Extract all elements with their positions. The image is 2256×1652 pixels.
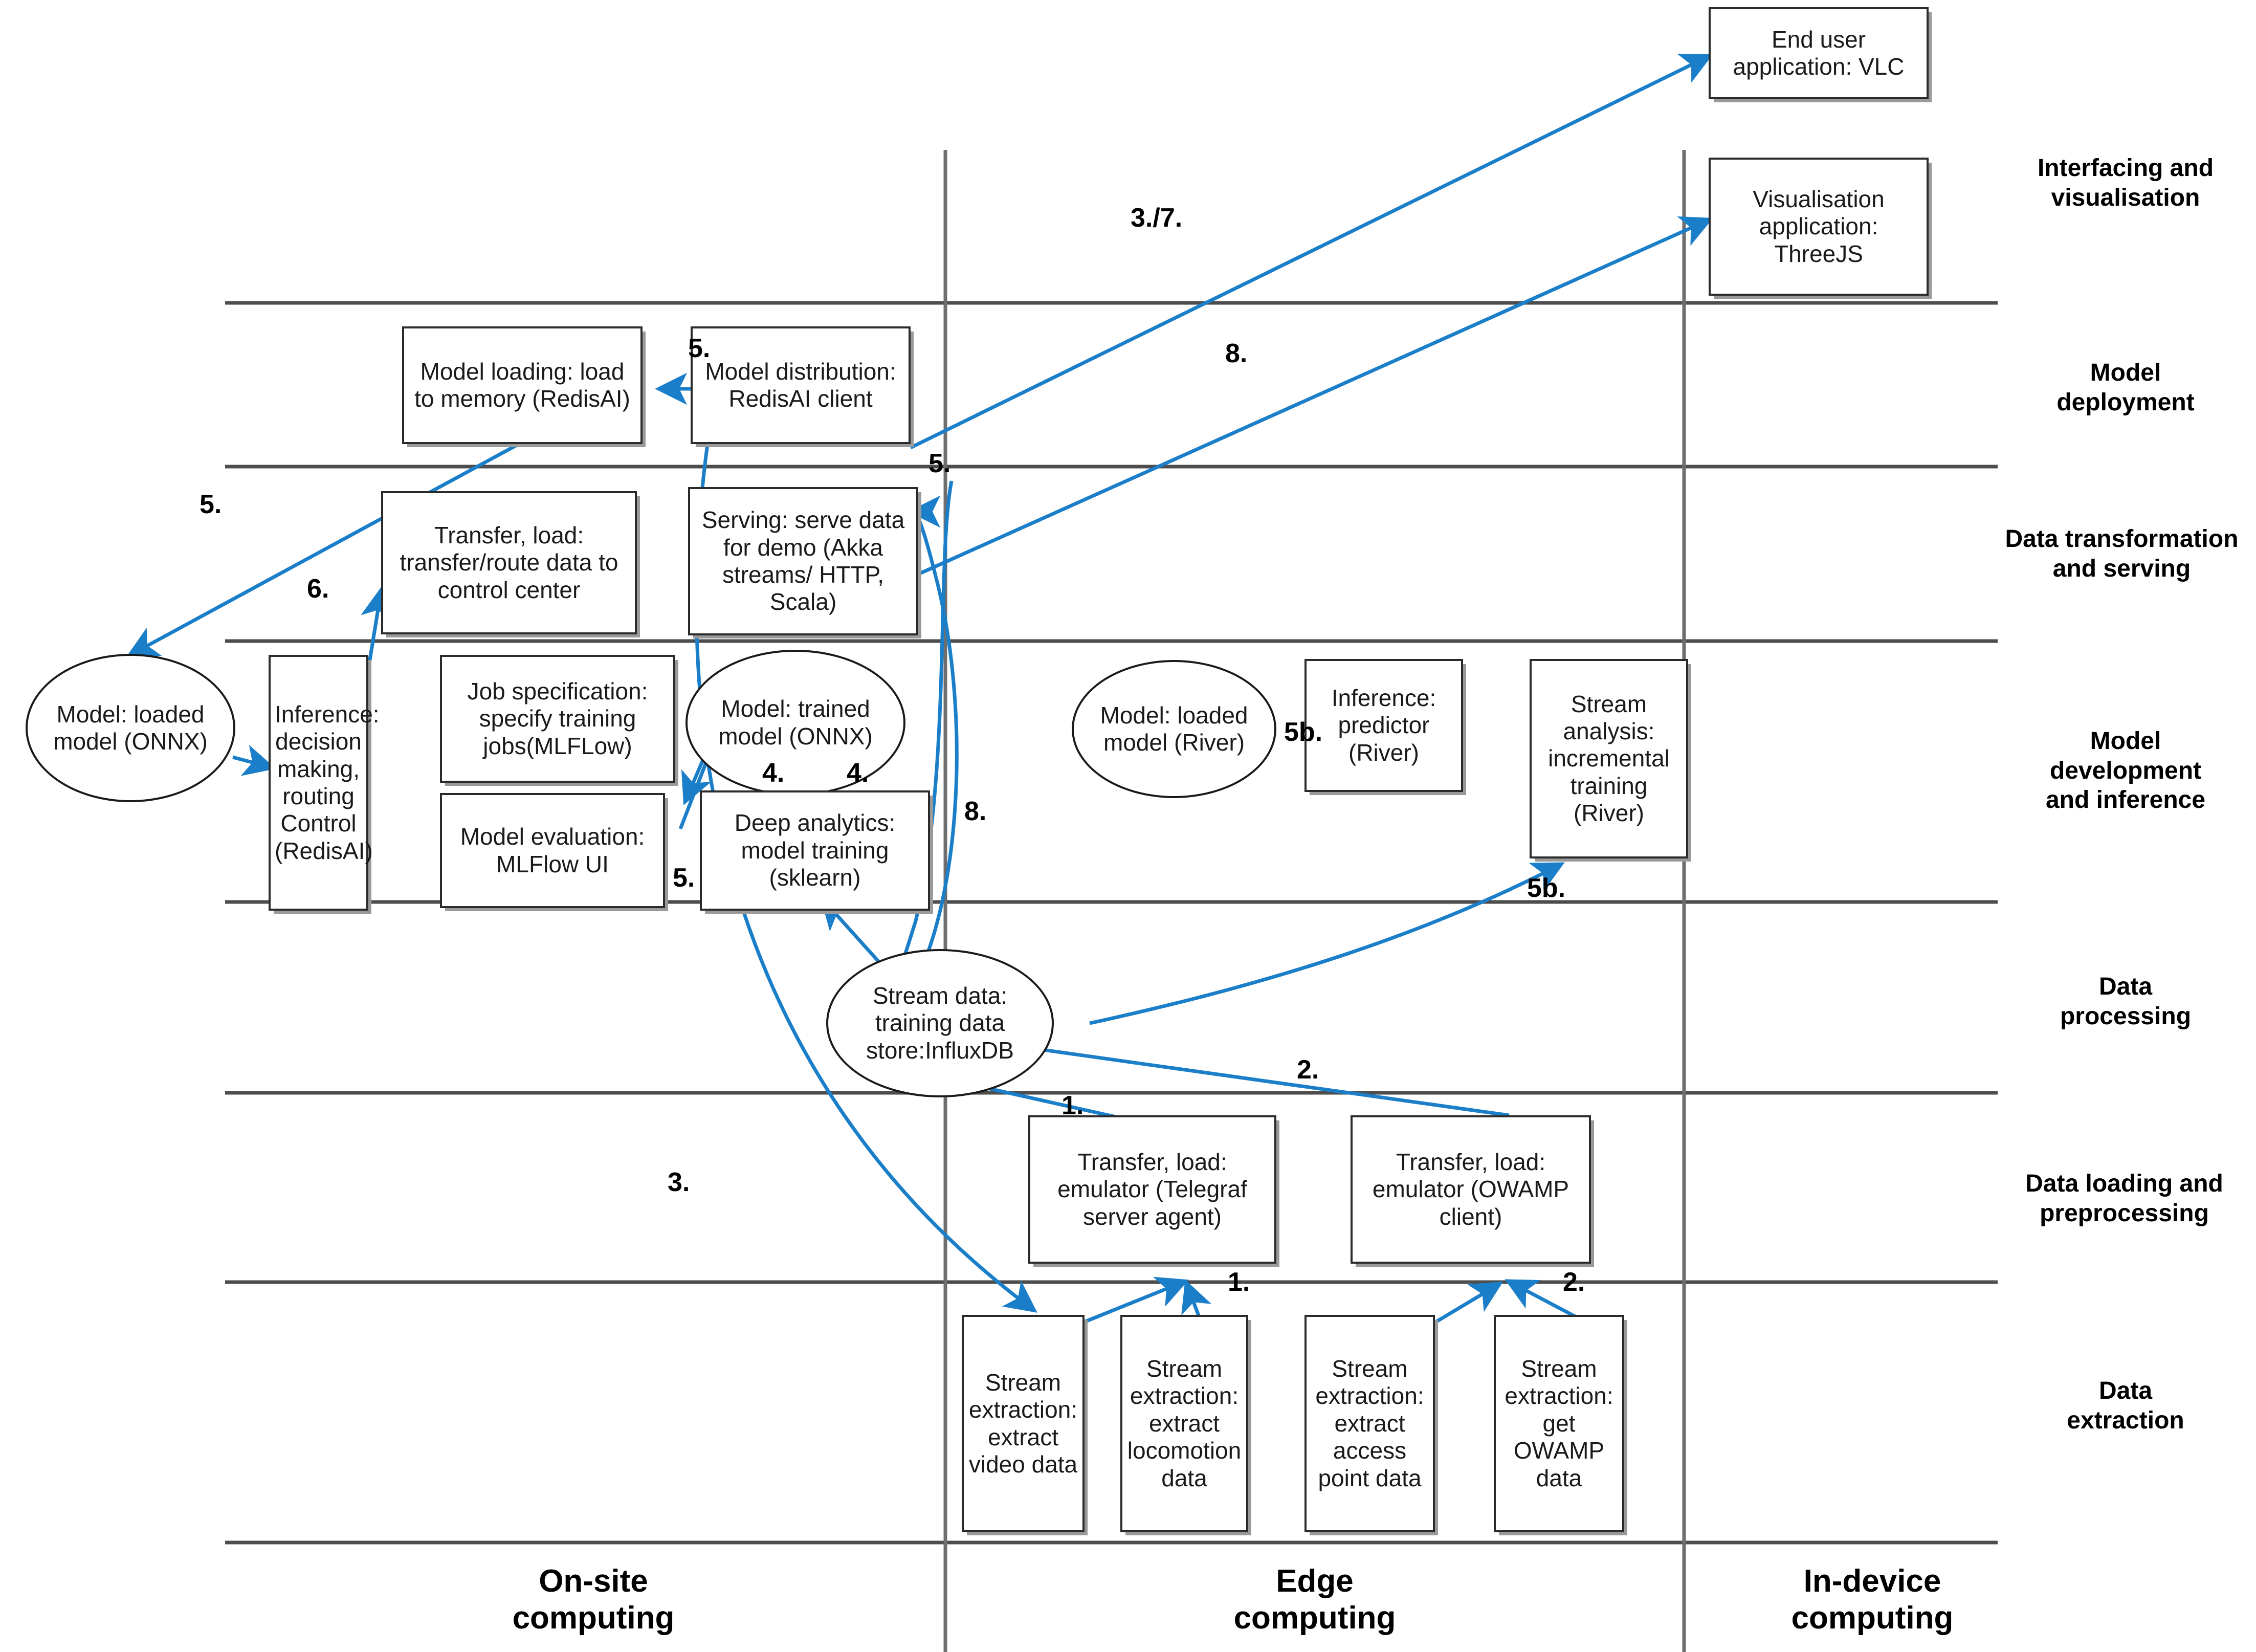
row-label-model-deployment: Model deployment bbox=[2056, 359, 2195, 416]
column-label-edge: Edge computing bbox=[1233, 1563, 1396, 1636]
node-serving[interactable]: Serving: serve data for demo (Akka strea… bbox=[688, 487, 918, 635]
step-label-2-lower: 2. bbox=[1563, 1267, 1585, 1297]
row-label-data-extraction: Data extraction bbox=[2067, 1377, 2184, 1434]
node-inference-predictor[interactable]: Inference: predictor (River) bbox=[1304, 659, 1463, 792]
node-transfer-load-owamp[interactable]: Transfer, load: emulator (OWAMP client) bbox=[1351, 1115, 1591, 1264]
node-stream-extraction-video[interactable]: Stream extraction: extract video data bbox=[962, 1315, 1085, 1532]
step-label-6: 6. bbox=[307, 574, 329, 604]
row-label-model-development-and-inference: Model development and inference bbox=[2045, 728, 2206, 814]
node-stream-analysis[interactable]: Stream analysis: incremental training (R… bbox=[1530, 659, 1688, 858]
node-stream-extraction-owamp[interactable]: Stream extraction: get OWAMP data bbox=[1494, 1315, 1624, 1532]
step-label-4-right: 4. bbox=[847, 758, 869, 788]
column-label-in-device: In-device computing bbox=[1791, 1563, 1954, 1636]
node-stream-extraction-locomotion[interactable]: Stream extraction: extract locomotion da… bbox=[1120, 1315, 1248, 1532]
column-label-on-site: On-site computing bbox=[512, 1563, 675, 1636]
step-label-1-upper: 1. bbox=[1061, 1091, 1084, 1120]
node-inference-decision-making[interactable]: Inference: decision making, routing Cont… bbox=[269, 655, 380, 911]
step-label-8-middle: 8. bbox=[964, 797, 987, 826]
node-model-trained-onnx[interactable]: Model: trained model (ONNX) bbox=[685, 650, 905, 796]
step-label-5-model-eval: 5. bbox=[673, 863, 695, 893]
row-label-data-transformation-and-serving: Data transformation and serving bbox=[2005, 525, 2239, 582]
node-model-distribution[interactable]: Model distribution: RedisAI client bbox=[691, 326, 911, 444]
node-stream-data-influxdb[interactable]: Stream data: training data store:InfluxD… bbox=[826, 949, 1054, 1097]
node-deep-analytics[interactable]: Deep analytics: model training (sklearn) bbox=[700, 790, 930, 911]
node-visualisation-application[interactable]: Visualisation application: ThreeJS bbox=[1709, 158, 1929, 296]
step-label-5-model-dist: 5. bbox=[688, 334, 711, 363]
step-label-1-lower: 1. bbox=[1228, 1267, 1250, 1297]
step-label-5b-predictor: 5b. bbox=[1284, 717, 1323, 747]
node-model-loading[interactable]: Model loading: load to memory (RedisAI) bbox=[402, 326, 643, 444]
step-label-2-upper: 2. bbox=[1297, 1055, 1319, 1085]
step-label-4-left: 4. bbox=[762, 758, 785, 788]
node-job-specification[interactable]: Job specification: specify training jobs… bbox=[440, 655, 675, 783]
column-separators bbox=[943, 150, 1686, 1652]
node-model-evaluation[interactable]: Model evaluation: MLFlow UI bbox=[440, 793, 665, 908]
step-label-5b-stream: 5b. bbox=[1527, 873, 1566, 903]
step-label-3-lower: 3. bbox=[668, 1168, 690, 1197]
step-label-3-7: 3./7. bbox=[1131, 203, 1183, 233]
node-model-loaded-river[interactable]: Model: loaded model (River) bbox=[1072, 660, 1276, 798]
node-end-user-application[interactable]: End user application: VLC bbox=[1709, 7, 1929, 99]
row-label-data-loading-and-preprocessing: Data loading and preprocessing bbox=[2025, 1170, 2223, 1227]
row-label-interfacing-and-visualisation: Interfacing and visualisation bbox=[2037, 155, 2214, 211]
node-transfer-load-telegraf[interactable]: Transfer, load: emulator (Telegraf serve… bbox=[1028, 1115, 1276, 1264]
row-label-data-processing: Data processing bbox=[2060, 973, 2192, 1030]
node-stream-extraction-access-point[interactable]: Stream extraction: extract access point … bbox=[1304, 1315, 1435, 1532]
node-model-loaded-onnx[interactable]: Model: loaded model (ONNX) bbox=[26, 654, 235, 802]
step-label-5-center: 5. bbox=[928, 449, 951, 478]
step-label-8-top: 8. bbox=[1225, 339, 1248, 368]
node-transfer-load-control-center[interactable]: Transfer, load: transfer/route data to c… bbox=[381, 491, 637, 634]
step-label-5-left: 5. bbox=[200, 490, 222, 519]
